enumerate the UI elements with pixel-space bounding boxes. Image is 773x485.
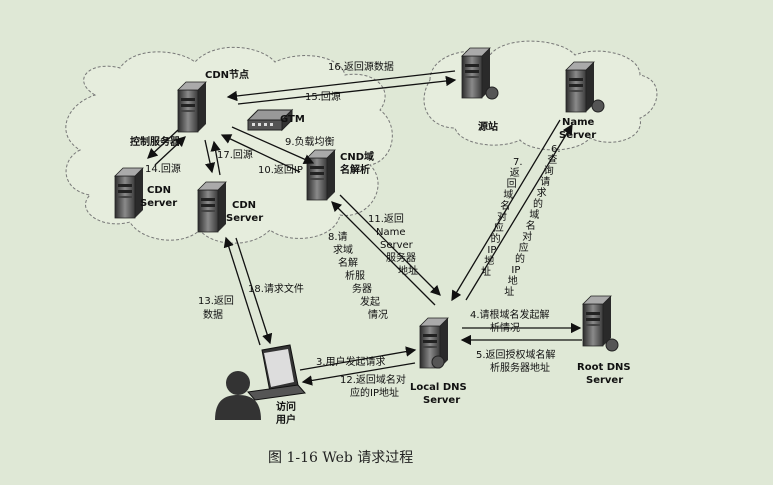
origin-label: 源站 [478,120,498,133]
s6-char: 的 [515,252,525,265]
laptop-icon [247,344,306,401]
step-14-label: 14.回源 [145,162,181,175]
s6-char: 的 [533,197,543,210]
cnd-dns-label-2: 名解析 [340,163,370,176]
root-dns-server-icon [582,295,612,347]
step-5-label-2: 析服务器地址 [490,361,550,374]
step-9-label: 9.负载均衡 [285,135,335,148]
s6-char: 6. [551,144,561,155]
cnd-dns-server-icon [306,149,336,201]
s6-char: 名 [526,219,536,232]
svg-text:11.返回: 11.返回 [368,213,404,225]
step-18-label: 18.请求文件 [248,282,304,295]
step-12-label-2: 应的IP地址 [350,386,399,399]
gtm-label: GTM [280,114,305,125]
cdn-server-mid-label-1: CDN [232,200,256,211]
cdn-server-left-label-1: CDN [147,185,171,196]
step-11-label: 11.返回 Name Server 服务器 地址 [368,213,418,277]
step-17-label: 17.回源 [217,148,253,161]
step-13-label-2: 数据 [203,308,223,321]
step-16-label: 16.返回源数据 [328,60,394,73]
s6-char: 求 [537,187,547,199]
step-3-label: 3.用户发起请求 [316,355,386,368]
step-10-label: 10.返回IP [258,164,303,176]
origin-cloud [423,40,658,151]
origin-server-icon [461,47,491,99]
cdn-server-left-label-2: Server [140,198,177,209]
root-dns-label-1: Root DNS [577,362,631,373]
s7-char: 地 [484,254,494,267]
step-4-label-1: 4.请根域名发起解 [470,308,550,321]
step-13-label-1: 13.返回 [198,295,234,307]
control-server-icon [177,81,207,133]
s7-char: IP [487,245,496,256]
s7-char: 回 [507,178,517,190]
s7-char: 7. [513,157,523,168]
arrow-16 [226,70,456,102]
name-server-label-1: Name [562,117,595,128]
s6-char: 域 [529,208,539,221]
cdn-server-mid-label-2: Server [226,213,263,224]
name-server-label-2: Server [559,130,596,141]
gtm-icon [246,108,294,132]
local-dns-label-1: Local DNS [410,382,467,393]
root-dns-label-2: Server [586,375,623,386]
s6-char: 址 [504,285,514,298]
s6-char: 应 [519,241,529,254]
cdn-node-label: CDN节点 [205,68,249,81]
s6-char: 查 [547,153,557,166]
user-label-1: 访问 [276,400,296,413]
cnd-dns-label-1: CND域 [340,150,374,163]
step-15-label: 15.回源 [305,90,341,103]
svg-text:发起: 发起 [360,295,380,308]
svg-text:Server: Server [380,240,414,251]
svg-text:Name: Name [376,227,406,238]
svg-text:务器: 务器 [352,282,372,295]
step-12-label-1: 12.返回域名对 [340,373,406,386]
s6-char: 请 [540,175,550,188]
name-server-icon [565,61,595,113]
step-5-label-1: 5.返回授权域名解 [476,348,556,361]
svg-text:名解: 名解 [338,256,358,269]
local-dns-label-2: Server [423,395,460,406]
svg-text:8.请: 8.请 [328,230,348,243]
s6-char: IP [511,265,520,276]
svg-text:服务器: 服务器 [386,251,416,264]
control-server-label: 控制服务器 [130,135,181,148]
s7-char: 域 [503,188,513,201]
user-label-2: 用户 [275,413,296,426]
s7-char: 对 [497,210,507,223]
step-8-label: 8.请 求域 名解 析服 务器 发起 情况 [328,230,388,321]
s7-char: 名 [500,199,510,212]
svg-text:情况: 情况 [368,308,388,321]
flow-arrows [147,70,582,386]
cdn-server-left-icon [114,167,144,219]
svg-text:地址: 地址 [398,264,418,277]
s7-char: 址 [481,265,491,278]
s6-char: 对 [522,230,532,243]
cdn-server-mid-icon [197,181,227,233]
svg-text:求域: 求域 [333,243,353,256]
step-4-label-2: 析情况 [490,321,520,334]
s7-char: 返 [510,167,520,179]
user-icon [215,371,261,420]
svg-text:析服: 析服 [345,269,365,282]
s7-char: 的 [491,232,501,245]
s6-char: 询 [544,164,554,177]
s6-char: 地 [508,274,518,287]
s7-char: 应 [494,221,504,234]
figure-caption: 图 1-16 Web 请求过程 [268,450,413,466]
